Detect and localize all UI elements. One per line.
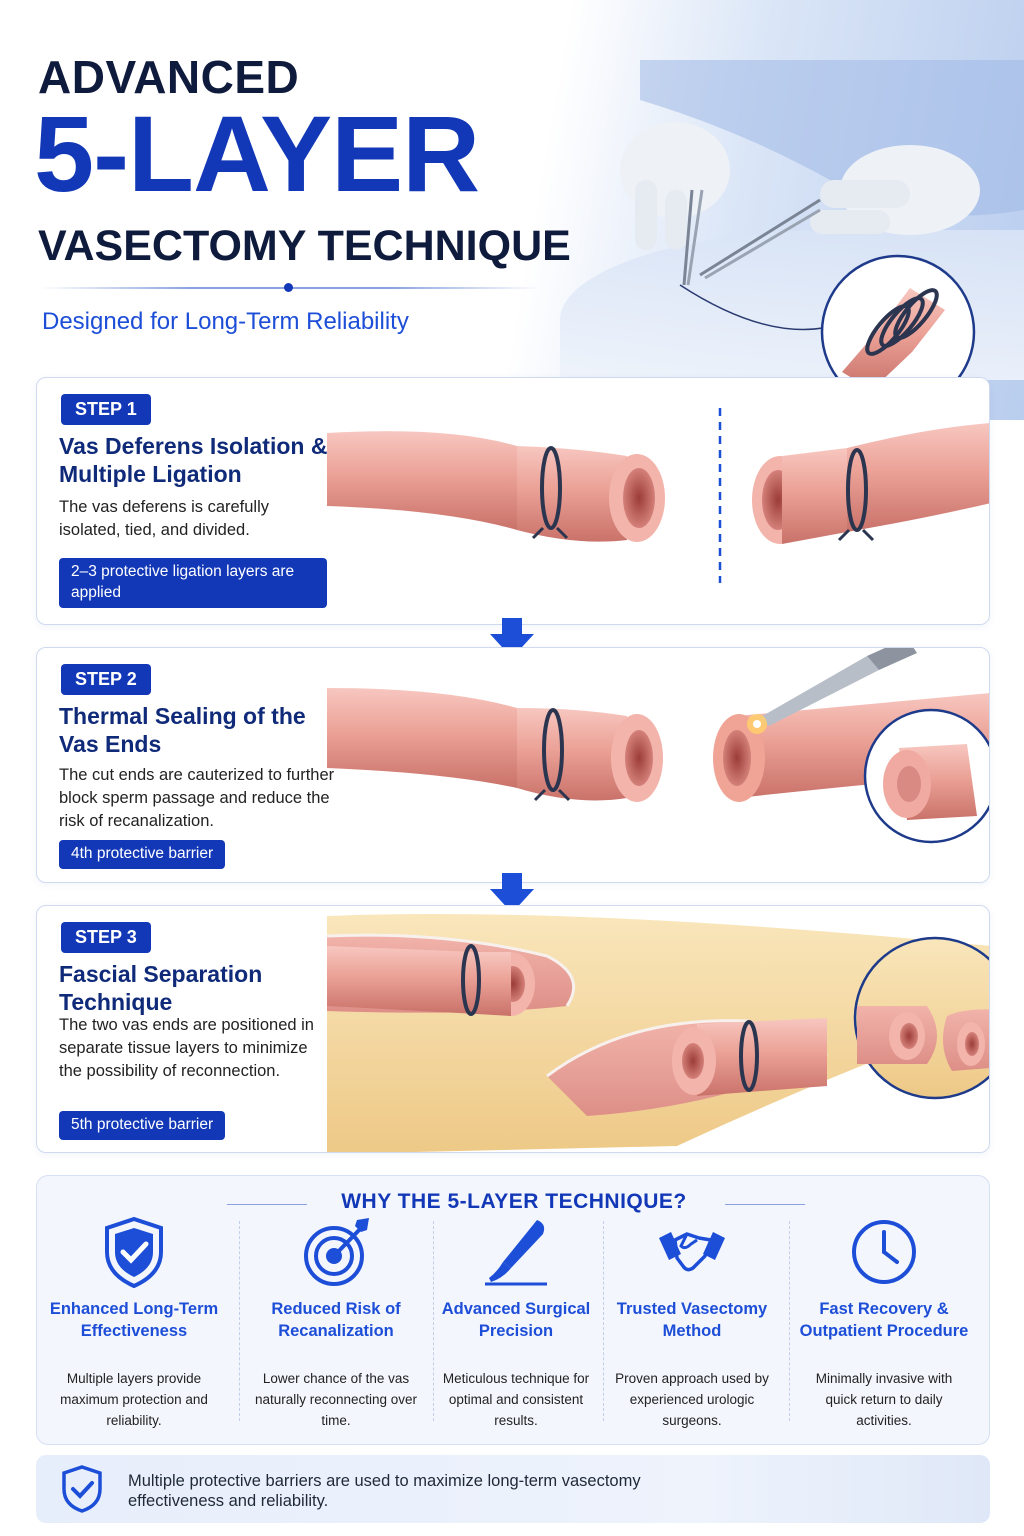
why-item-title: Trusted Vasectomy Method	[616, 1300, 768, 1341]
why-item-desc: Proven approach used by experienced urol…	[615, 1371, 769, 1428]
title-advanced: ADVANCED	[38, 51, 300, 103]
step-1-badge: STEP 1	[61, 394, 151, 425]
left-glove	[620, 122, 730, 250]
clock-icon	[852, 1220, 916, 1284]
step-3-card: STEP 3 Fascial Separation Technique The …	[36, 905, 990, 1153]
why-item-trusted: Trusted Vasectomy Method Proven approach…	[599, 1216, 785, 1436]
why-item-title: Advanced Surgical Precision	[441, 1300, 591, 1341]
why-item-effectiveness: Enhanced Long-Term Effectiveness Multipl…	[41, 1216, 227, 1436]
step-1-body: The vas deferens is carefully isolated, …	[59, 498, 270, 539]
shield-check-icon	[105, 1216, 163, 1288]
why-divider	[789, 1221, 790, 1421]
why-title: WHY THE 5-LAYER TECHNIQUE?	[341, 1190, 687, 1213]
why-item-title: Reduced Risk of Recanalization	[271, 1300, 401, 1341]
why-item-title: Enhanced Long-Term Effectiveness	[49, 1300, 219, 1341]
why-title-rule-right	[725, 1204, 805, 1205]
why-item-precision: Advanced Surgical Precision Meticulous t…	[423, 1216, 609, 1436]
step-1-pill: 2–3 protective ligation layers are appli…	[59, 558, 327, 608]
right-glove	[810, 145, 980, 235]
why-divider	[603, 1221, 604, 1421]
step-2-pill: 4th protective barrier	[59, 840, 226, 869]
target-icon	[304, 1218, 369, 1286]
why-item-desc: Meticulous technique for optimal and con…	[442, 1371, 590, 1428]
tissue-layers-detail-circle	[853, 936, 989, 1100]
step-3-heading: Fascial Separation Technique	[59, 961, 263, 1016]
step-1-card: STEP 1 Vas Deferens Isolation & Multiple…	[36, 377, 990, 625]
fascial-separation-illustration	[327, 914, 989, 1152]
title-divider-dot	[284, 283, 293, 292]
step-3-body: The two vas ends are positioned in separ…	[59, 1016, 314, 1080]
surgeon-hands-illustration	[620, 60, 1024, 400]
step-2-badge: STEP 2	[61, 664, 151, 695]
ligation-detail-circle	[820, 254, 976, 400]
down-arrow-icon	[490, 873, 534, 913]
scissors-icon	[699, 198, 821, 280]
why-section: WHY THE 5-LAYER TECHNIQUE? Enhanced Long…	[36, 1175, 990, 1445]
why-item-title: Fast Recovery & Outpatient Procedure	[799, 1300, 969, 1341]
why-item-recovery: Fast Recovery & Outpatient Procedure Min…	[791, 1216, 977, 1436]
step-2-heading: Thermal Sealing of the Vas Ends	[59, 703, 306, 758]
handshake-icon	[659, 1232, 725, 1272]
shield-check-icon	[62, 1465, 102, 1513]
why-item-desc: Lower chance of the vas naturally reconn…	[254, 1371, 418, 1428]
why-item-desc: Minimally invasive with quick return to …	[815, 1371, 953, 1428]
forceps-icon	[682, 189, 704, 286]
thermal-sealing-illustration	[327, 648, 989, 844]
title-5-layer: 5-LAYER	[34, 93, 480, 214]
subtitle: Designed for Long-Term Reliability	[42, 308, 409, 335]
cautery-probe-icon	[759, 648, 917, 726]
step-3-badge: STEP 3	[61, 922, 151, 953]
footer-text: Multiple protective barriers are used to…	[128, 1472, 641, 1510]
step-2-body: The cut ends are cauterized to further b…	[59, 766, 335, 830]
why-item-desc: Multiple layers provide maximum protecti…	[60, 1371, 208, 1428]
why-title-rule-left	[227, 1204, 307, 1205]
sealed-end-detail-circle	[863, 708, 989, 844]
vas-ligation-illustration	[327, 408, 989, 583]
step-3-pill: 5th protective barrier	[59, 1111, 226, 1140]
title-vasectomy-technique: VASECTOMY TECHNIQUE	[38, 222, 571, 270]
why-divider	[239, 1221, 240, 1421]
why-item-recanalization: Reduced Risk of Recanalization Lower cha…	[243, 1216, 429, 1436]
why-divider	[433, 1221, 434, 1421]
scalpel-icon	[485, 1220, 547, 1286]
footer-banner: Multiple protective barriers are used to…	[36, 1455, 990, 1523]
step-2-card: STEP 2 Thermal Sealing of the Vas Ends T…	[36, 647, 990, 883]
down-arrow-icon	[490, 618, 534, 658]
step-1-heading: Vas Deferens Isolation & Multiple Ligati…	[59, 433, 328, 488]
